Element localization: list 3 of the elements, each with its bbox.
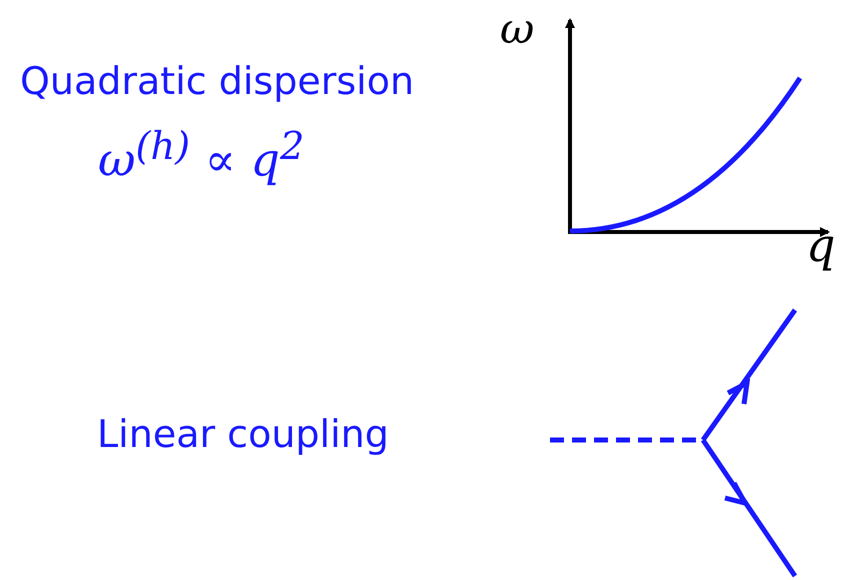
- heading: Quadratic dispersion: [20, 62, 414, 100]
- axis-label: ω: [500, 8, 534, 50]
- heading: Linear coupling: [97, 415, 389, 453]
